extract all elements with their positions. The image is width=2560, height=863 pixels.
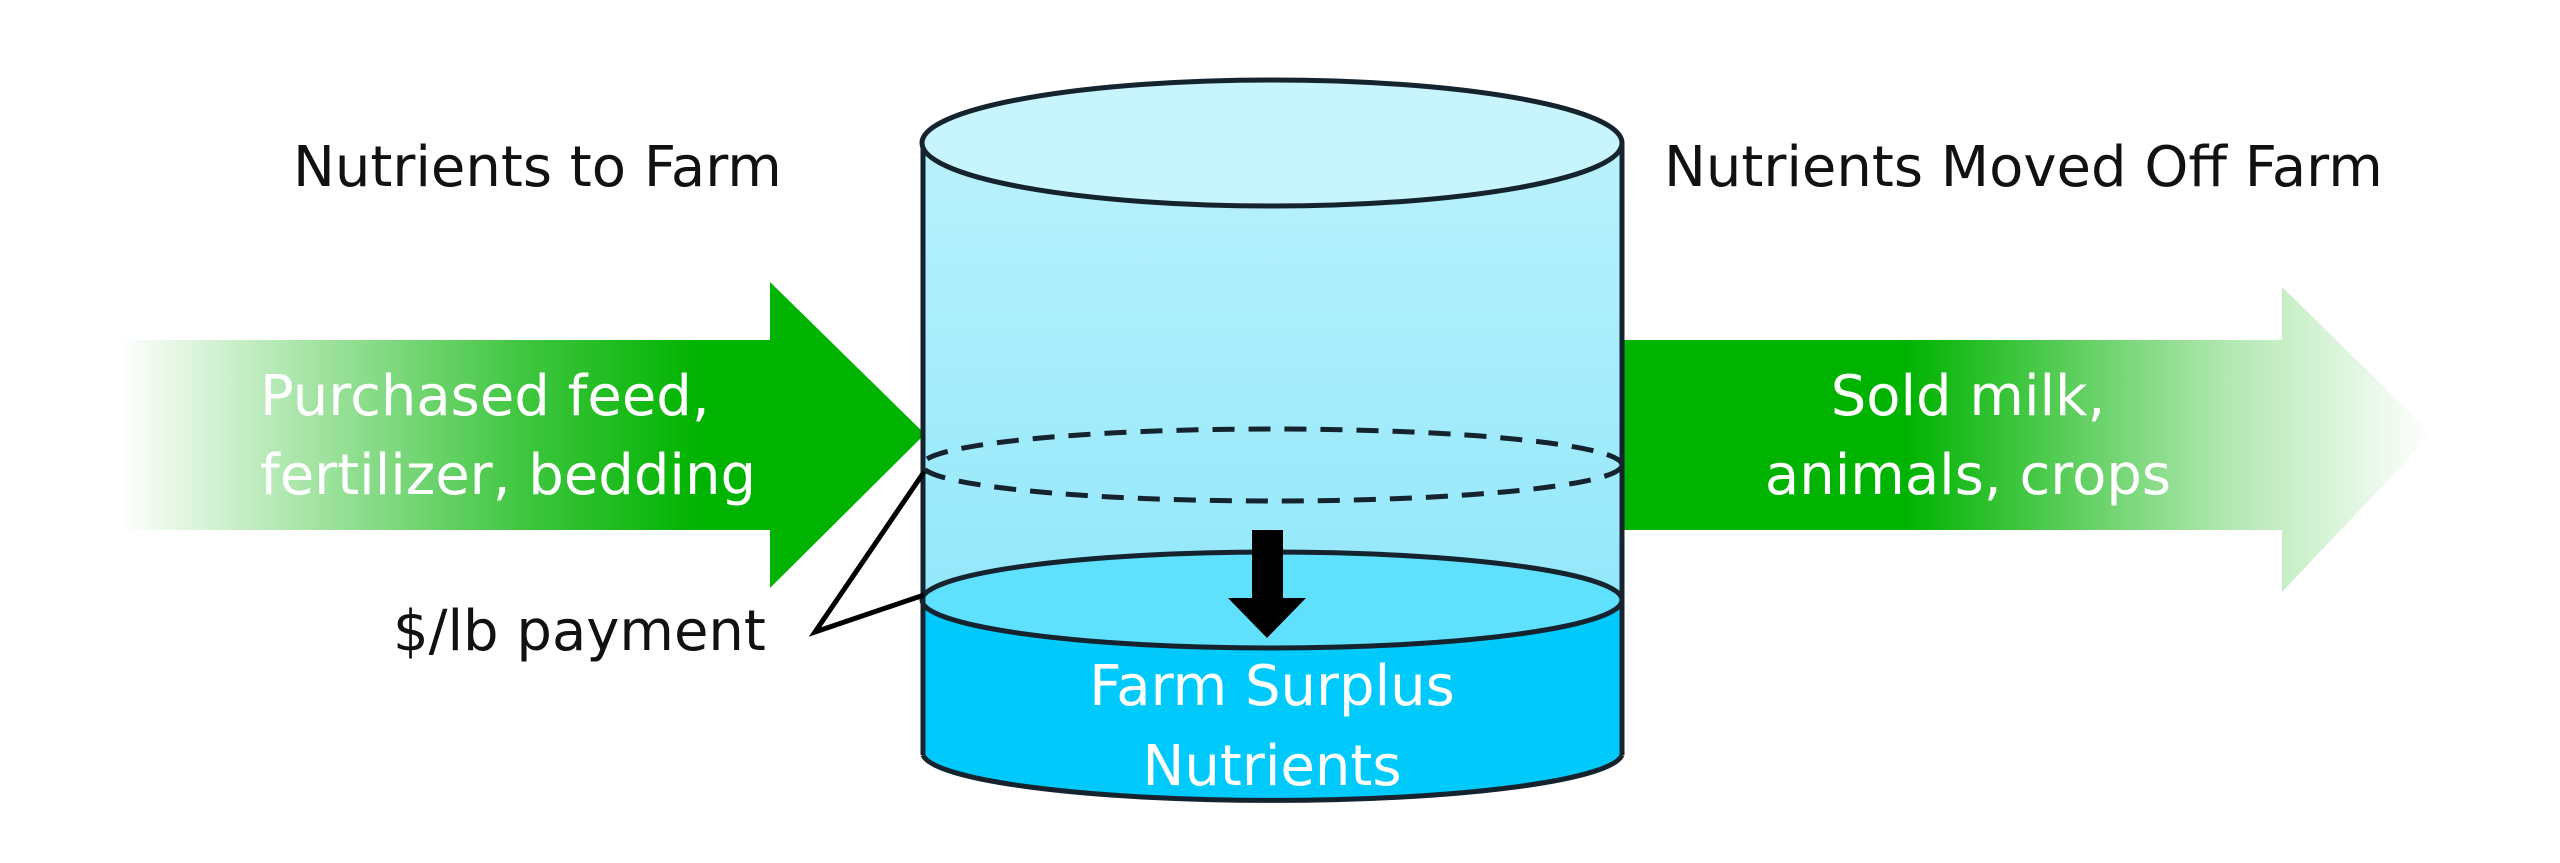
tank-body xyxy=(923,143,1622,646)
tank-bottom xyxy=(920,753,1625,803)
surplus-layer xyxy=(923,600,1622,801)
payment-bracket xyxy=(808,470,927,637)
surplus-label-line-1: Farm Surplus xyxy=(1089,654,1455,719)
down-arrow-icon xyxy=(1228,530,1306,638)
inputs-label-line-1: Purchased feed, xyxy=(260,364,710,429)
tank-top xyxy=(919,77,1625,209)
inputs-heading: Nutrients to Farm xyxy=(293,135,782,200)
storage-tank xyxy=(919,77,1625,803)
fill-level-dashed xyxy=(919,426,1625,504)
outputs-label-line-2: animals, crops xyxy=(1765,443,2171,508)
payment-label: $/lb payment xyxy=(393,599,766,664)
inputs-label-line-2: fertilizer, bedding xyxy=(260,443,756,508)
surplus-label-line-2: Nutrients xyxy=(1143,734,1402,799)
outputs-label-line-1: Sold milk, xyxy=(1831,364,2106,429)
outputs-heading: Nutrients Moved Off Farm xyxy=(1664,135,2383,200)
output-arrow xyxy=(1622,287,2432,592)
input-arrow xyxy=(120,282,925,588)
